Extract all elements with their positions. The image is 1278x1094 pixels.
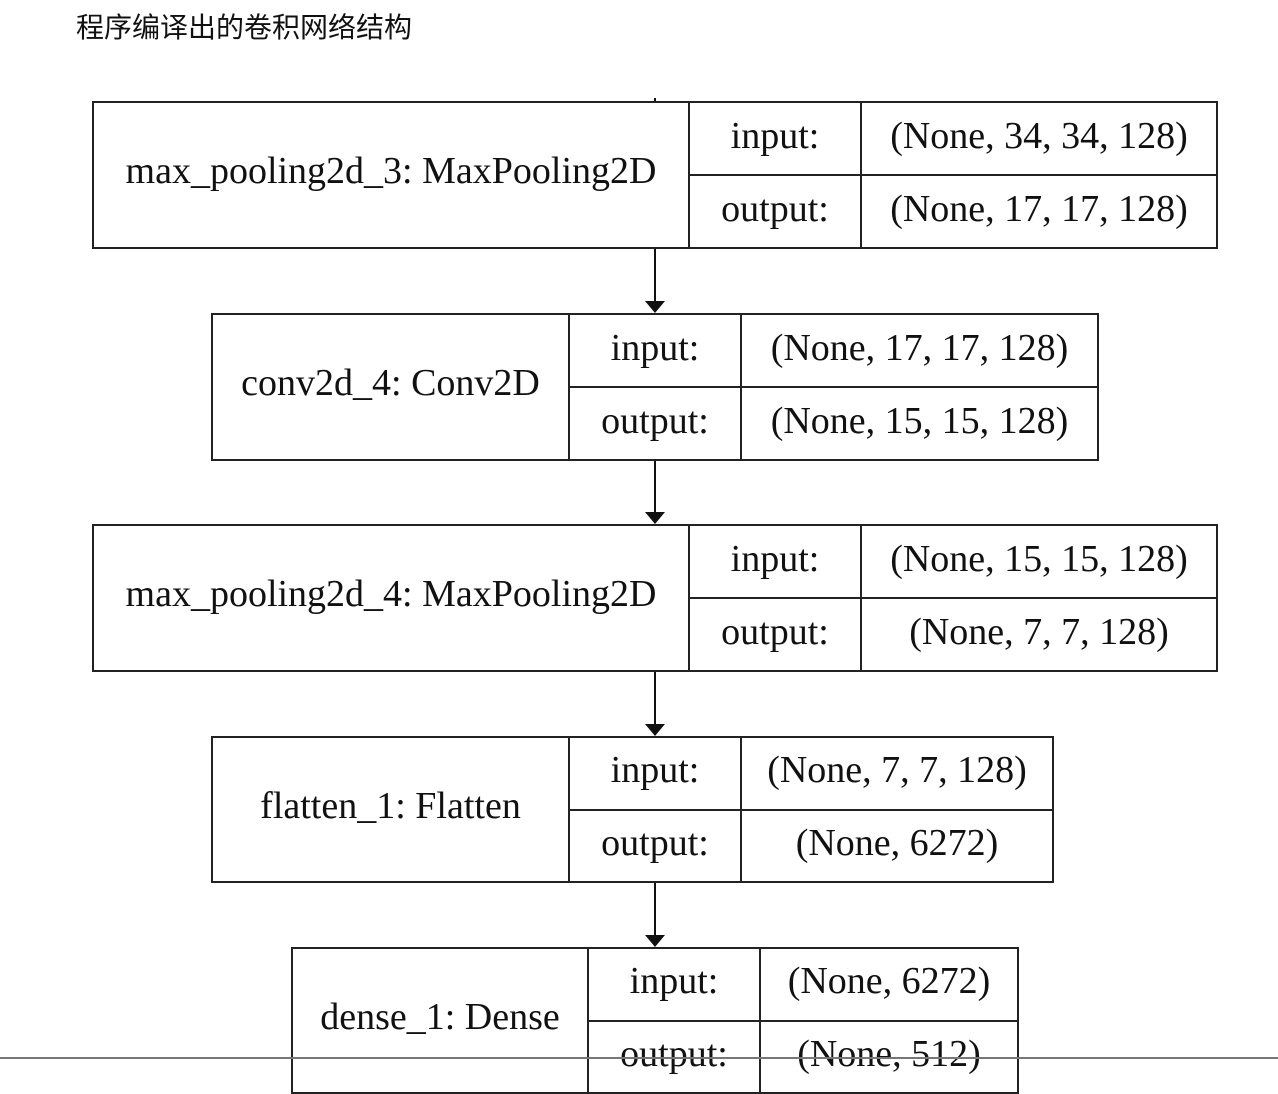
output-shape: (None, 6272) bbox=[795, 821, 999, 864]
output-label: output: bbox=[721, 187, 829, 230]
layer-name: conv2d_4: Conv2D bbox=[213, 315, 570, 459]
output-label: output: bbox=[601, 399, 709, 442]
layer-name: max_pooling2d_4: MaxPooling2D bbox=[94, 526, 690, 670]
layer-node-flatten-1: flatten_1: Flatten input: output: (None,… bbox=[211, 736, 1054, 883]
layer-name: flatten_1: Flatten bbox=[213, 738, 570, 881]
input-shape: (None, 17, 17, 128) bbox=[742, 315, 1097, 388]
figure-caption: 程序编译出的卷积网络结构 bbox=[76, 11, 413, 44]
layer-name: dense_1: Dense bbox=[293, 949, 589, 1092]
input-label: input: bbox=[690, 103, 860, 176]
input-label: input: bbox=[690, 526, 860, 599]
output-shape: (None, 15, 15, 128) bbox=[770, 399, 1069, 442]
output-shape: (None, 17, 17, 128) bbox=[890, 187, 1188, 230]
layer-node-max-pooling2d-4: max_pooling2d_4: MaxPooling2D input: out… bbox=[92, 524, 1218, 672]
output-label: output: bbox=[601, 821, 709, 864]
input-label: input: bbox=[570, 315, 740, 388]
input-shape: (None, 6272) bbox=[761, 949, 1017, 1022]
output-label: output: bbox=[721, 610, 829, 653]
layer-node-conv2d-4: conv2d_4: Conv2D input: output: (None, 1… bbox=[211, 313, 1099, 461]
page-bottom-rule bbox=[0, 1057, 1278, 1059]
input-shape: (None, 15, 15, 128) bbox=[862, 526, 1216, 599]
edges bbox=[645, 98, 665, 947]
input-label: input: bbox=[589, 949, 759, 1022]
input-shape: (None, 34, 34, 128) bbox=[862, 103, 1216, 176]
layer-node-max-pooling2d-3: max_pooling2d_3: MaxPooling2D input: out… bbox=[92, 101, 1218, 249]
input-label: input: bbox=[570, 738, 740, 811]
input-shape: (None, 7, 7, 128) bbox=[742, 738, 1052, 811]
layer-node-dense-1: dense_1: Dense input: output: (None, 627… bbox=[291, 947, 1019, 1094]
output-shape: (None, 7, 7, 128) bbox=[909, 610, 1169, 653]
layer-name: max_pooling2d_3: MaxPooling2D bbox=[94, 103, 690, 247]
